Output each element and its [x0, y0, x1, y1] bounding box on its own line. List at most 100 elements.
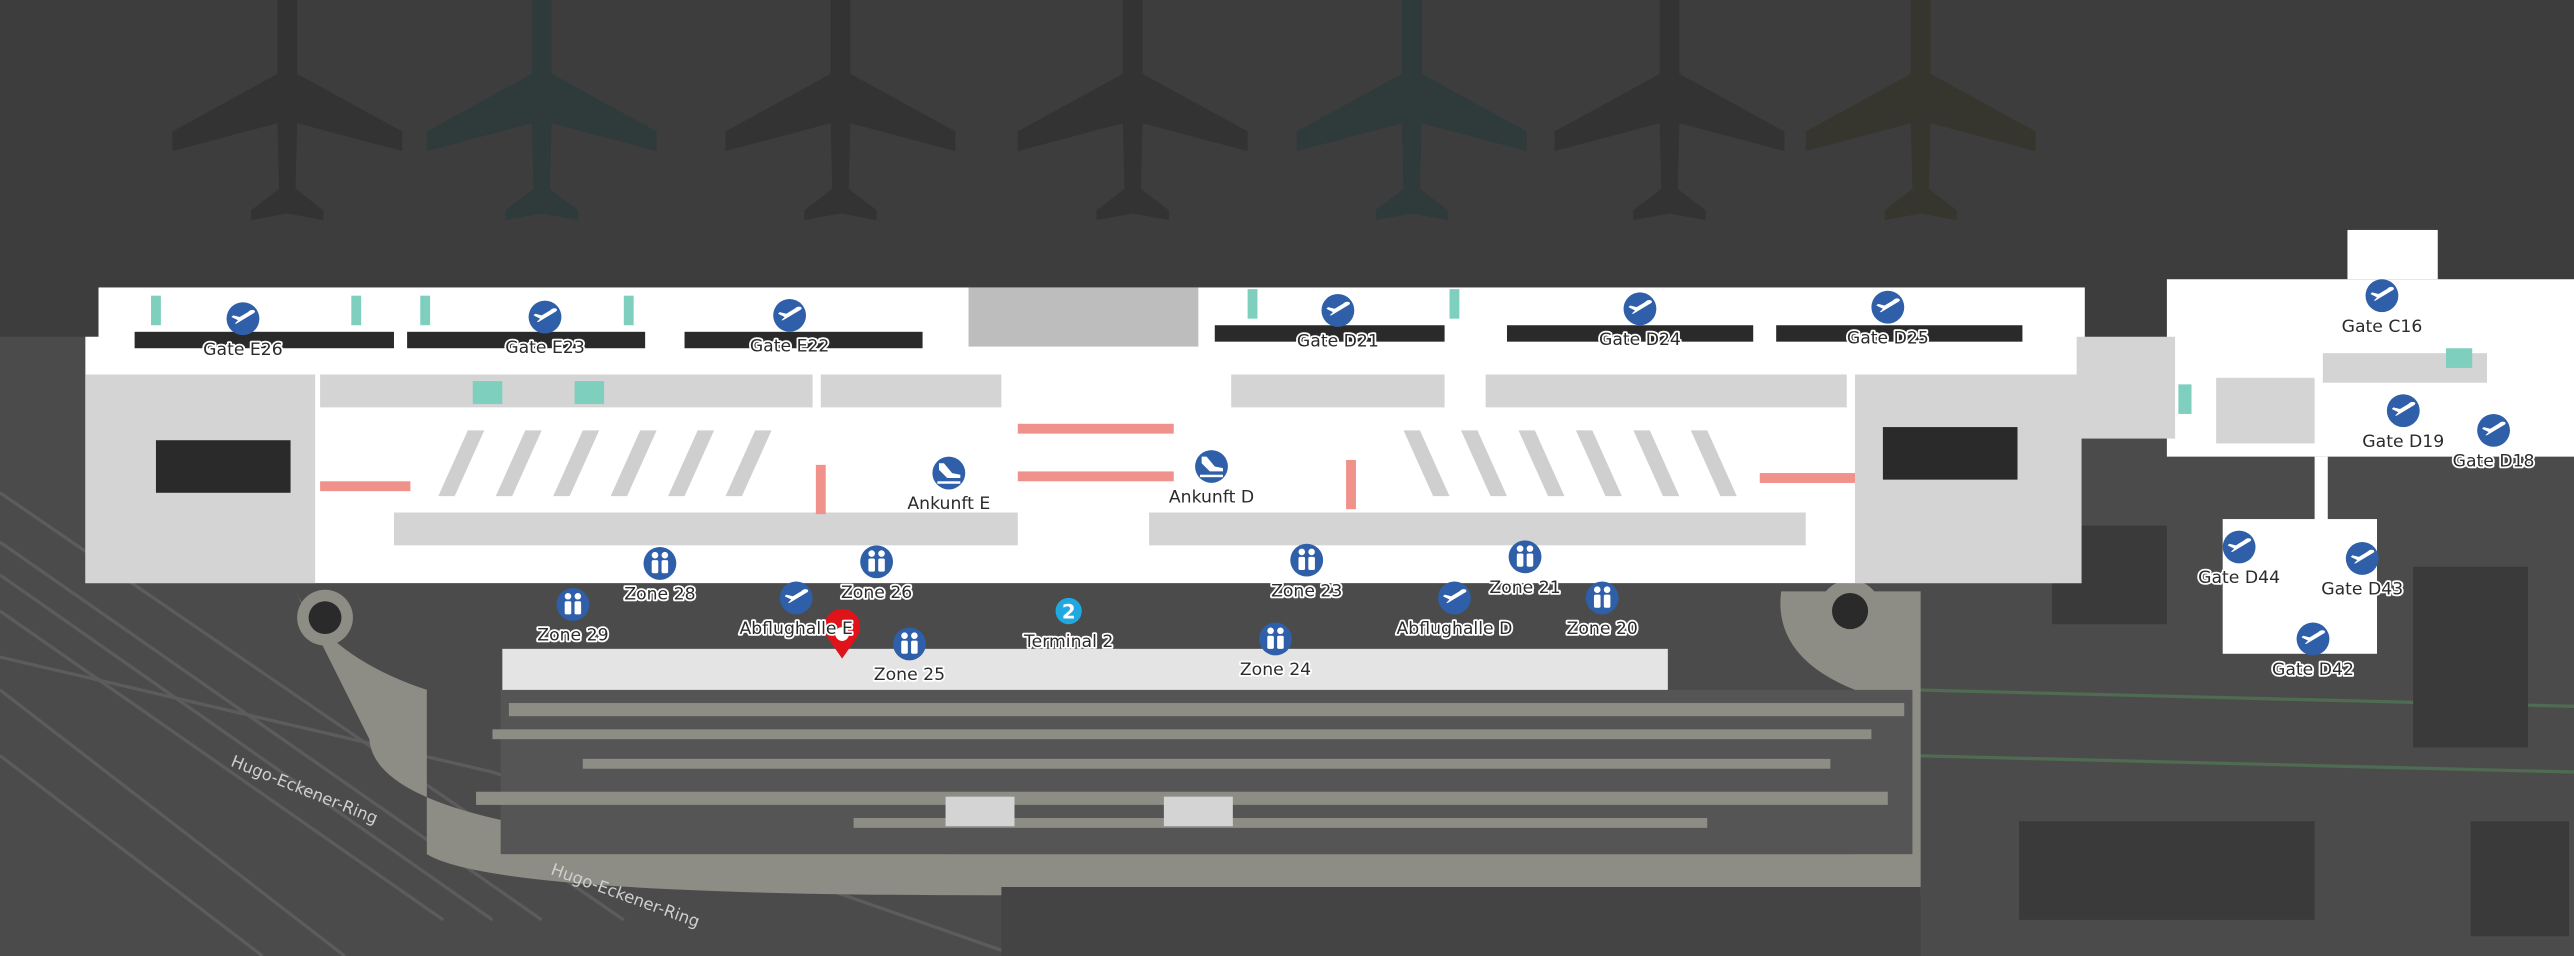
people-icon [1585, 581, 1619, 615]
counter-row [1403, 430, 1450, 497]
airplane-departure-icon [2345, 542, 2379, 575]
people-icon [1290, 543, 1324, 577]
airplane-departure-icon [1623, 292, 1657, 326]
poi-label: Abflughalle E [739, 619, 852, 639]
terminal-2-badge-icon: 2 [1055, 597, 1082, 625]
counter-row [553, 430, 600, 497]
poi-label: Zone 24 [1240, 660, 1311, 680]
poi-label: Terminal 2 [1023, 632, 1113, 652]
poi-label: Gate D24 [1599, 330, 1681, 350]
poi-label: Gate E26 [203, 340, 283, 360]
aircraft-icon [725, 0, 956, 221]
poi-zone-25[interactable]: Zone 25 [872, 627, 947, 687]
counter-row [610, 430, 657, 497]
poi-gate-e23[interactable]: Gate E23 [503, 300, 587, 360]
poi-zone-21[interactable]: Zone 21 [1488, 540, 1562, 600]
airplane-departure-icon [773, 298, 807, 332]
curbside-area [295, 579, 1921, 896]
apron [0, 0, 2574, 337]
people-icon [556, 588, 590, 621]
location-pin-icon[interactable] [824, 608, 861, 659]
poi-label: Zone 23 [1271, 581, 1342, 601]
aircraft-silhouettes [172, 0, 2036, 221]
poi-label: Zone 21 [1489, 578, 1560, 598]
poi-label: Zone 26 [841, 583, 912, 603]
counter-row [495, 430, 542, 497]
counter-row [725, 430, 772, 497]
poi-gate-c16[interactable]: Gate C16 [2340, 279, 2424, 339]
counter-row [1461, 430, 1507, 497]
city-blocks [1001, 525, 2570, 956]
airplane-departure-icon [1438, 581, 1471, 615]
counter-row [1518, 430, 1565, 497]
airplane-departure-icon [2477, 413, 2510, 447]
aircraft-icon [1554, 0, 1785, 221]
poi-zone-20[interactable]: Zone 20 [1565, 581, 1640, 641]
poi-label: Abflughalle D [1397, 619, 1513, 639]
poi-gate-d19[interactable]: Gate D19 [2360, 394, 2446, 454]
elevator-blocks [155, 427, 2018, 493]
aircraft-icon [1805, 0, 2036, 221]
aircraft-icon [1017, 0, 1248, 221]
security-lanes [320, 423, 1855, 515]
poi-gate-d21[interactable]: Gate D21 [1295, 294, 1381, 353]
poi-label: Ankunft D [1169, 488, 1254, 508]
airplane-departure-icon [1321, 294, 1355, 327]
poi-label: Gate D44 [2198, 568, 2280, 588]
poi-label: Gate D19 [2362, 432, 2444, 452]
poi-label: Gate D43 [2321, 580, 2403, 600]
poi-abflughalle-e[interactable]: Abflughalle E [738, 581, 855, 641]
poi-zone-24[interactable]: Zone 24 [1238, 622, 1313, 682]
poi-gate-d43[interactable]: Gate D43 [2319, 542, 2405, 601]
poi-label: Gate C16 [2342, 317, 2423, 337]
airplane-arrival-icon [1195, 450, 1228, 483]
airplane-departure-icon [2386, 394, 2420, 428]
airplane-departure-icon [2222, 530, 2256, 564]
poi-label: Gate D42 [2272, 660, 2354, 680]
people-icon [860, 545, 894, 579]
poi-label: Gate D25 [1847, 328, 1929, 348]
airplane-departure-icon [1871, 290, 1905, 324]
counter-row [668, 430, 715, 497]
poi-zone-29[interactable]: Zone 29 [535, 588, 610, 647]
counter-row [1690, 430, 1737, 497]
terminal-building [85, 229, 2574, 690]
poi-gate-e22[interactable]: Gate E22 [748, 298, 831, 358]
poi-label: Ankunft E [907, 494, 990, 514]
rail-lines [0, 491, 2574, 956]
poi-gate-d18[interactable]: Gate D18 [2451, 413, 2536, 473]
aircraft-icon [172, 0, 403, 221]
poi-label: Gate D21 [1297, 332, 1379, 352]
poi-label: Gate E23 [505, 338, 585, 358]
poi-label: Zone 25 [874, 665, 945, 685]
airplane-departure-icon [2365, 279, 2399, 313]
airplane-arrival-icon [932, 456, 966, 490]
airplane-departure-icon [779, 581, 813, 615]
poi-gate-d44[interactable]: Gate D44 [2196, 530, 2282, 590]
poi-gate-d24[interactable]: Gate D24 [1597, 292, 1683, 352]
people-icon [643, 546, 677, 580]
counter-row [1633, 430, 1680, 497]
poi-gate-e26[interactable]: Gate E26 [201, 302, 285, 362]
poi-zone-26[interactable]: Zone 26 [839, 545, 914, 605]
poi-abflughalle-d[interactable]: Abflughalle D [1395, 581, 1514, 641]
poi-gate-d42[interactable]: Gate D42 [2270, 622, 2356, 682]
aircraft-icon [426, 0, 657, 221]
poi-gate-d25[interactable]: Gate D25 [1845, 290, 1931, 350]
aircraft-icon [1296, 0, 1527, 221]
counter-row [438, 430, 485, 497]
people-icon [1508, 540, 1542, 574]
poi-ankunft-d[interactable]: Ankunft D [1167, 450, 1256, 509]
counter-row [1575, 430, 1622, 497]
poi-zone-23[interactable]: Zone 23 [1269, 543, 1344, 603]
poi-label: Gate D18 [2453, 451, 2535, 471]
checkin-counters [438, 430, 1737, 497]
poi-ankunft-e[interactable]: Ankunft E [906, 456, 992, 516]
airplane-departure-icon [226, 302, 260, 336]
airplane-departure-icon [2296, 622, 2330, 656]
poi-label: Zone 20 [1567, 619, 1638, 639]
poi-zone-28[interactable]: Zone 28 [622, 546, 697, 606]
poi-label: Zone 29 [537, 626, 608, 646]
